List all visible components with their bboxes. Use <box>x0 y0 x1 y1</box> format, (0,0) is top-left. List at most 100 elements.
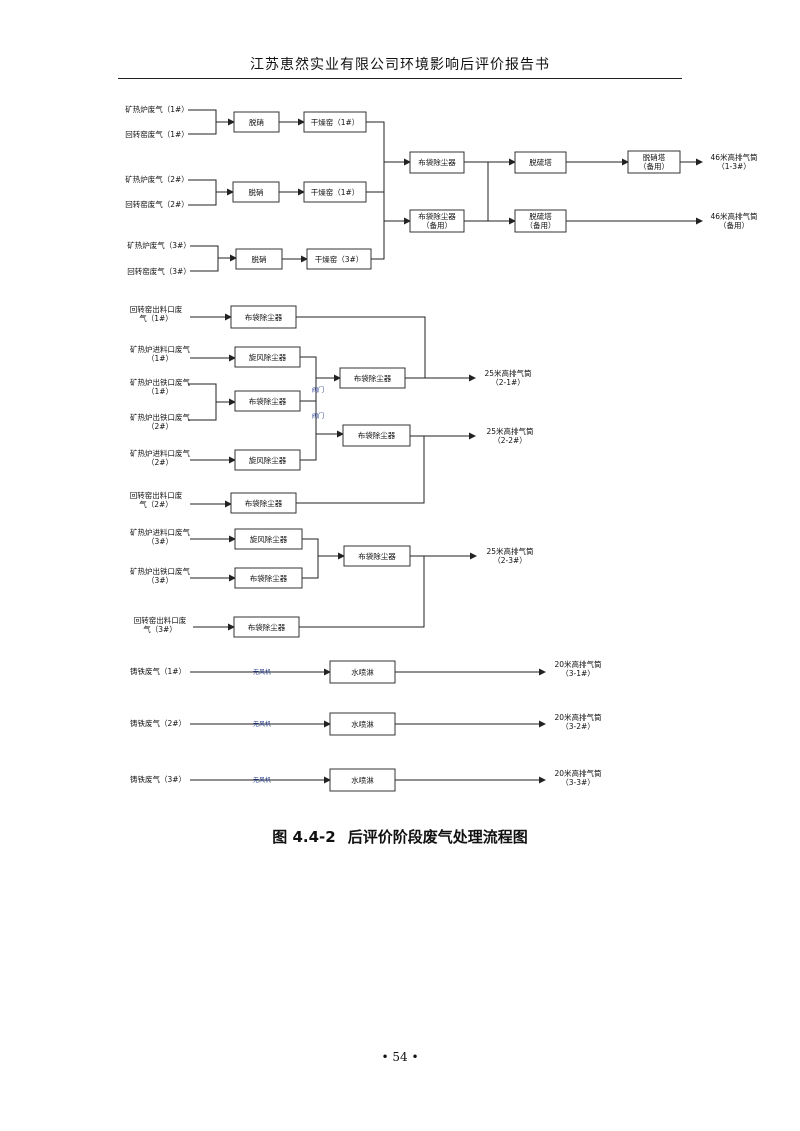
label-line: （2-1#） <box>491 378 525 387</box>
label-line: （备用） <box>526 220 556 230</box>
source-label: 矿热炉出铁口废气（1#） <box>130 377 190 396</box>
label-line: 脱硝 <box>249 117 264 127</box>
label-line: 干燥窑（1#） <box>311 117 360 127</box>
label-line: 矿热炉出铁口废气 <box>130 377 190 387</box>
stack-label: 20米高排气筒（3-2#） <box>554 712 602 731</box>
label-line: （1#） <box>147 387 173 396</box>
label-line: 水喷淋 <box>351 667 374 677</box>
box-label: 脱硝 <box>249 187 264 197</box>
label-line: 20米高排气筒 <box>554 712 602 722</box>
label-line: 布袋除尘器 <box>354 373 392 383</box>
box-baghouse-s2-b <box>234 390 301 412</box>
label-line: 布袋除尘器 <box>358 551 396 561</box>
label-line: 矿热炉进料口废气 <box>130 527 190 537</box>
source-label: 矿热炉进料口废气（3#） <box>130 527 190 546</box>
label-line: 布袋除尘器 <box>245 498 283 508</box>
box-baghouse-s2-merge-b <box>342 424 411 447</box>
box-dryer-kiln-1b <box>303 181 367 203</box>
box-cyclone-s3 <box>234 528 303 550</box>
label-line: 脱硝塔 <box>643 152 666 162</box>
label-line: 气（3#） <box>143 624 177 634</box>
label-line: （备用） <box>719 220 749 230</box>
box-label: 脱硫塔（备用） <box>526 211 556 230</box>
box-label: 布袋除尘器（备用） <box>418 211 456 230</box>
box-label: 脱硝 <box>249 117 264 127</box>
box-water-spray-2 <box>329 712 396 736</box>
label-line: 布袋除尘器 <box>245 312 283 322</box>
box-label: 布袋除尘器 <box>250 573 288 583</box>
stack-label: 25米高排气筒（2-1#） <box>484 368 532 387</box>
stack-label: 46米高排气筒（备用） <box>710 211 758 230</box>
label-line: （1-3#） <box>717 162 751 171</box>
box-baghouse-standby <box>409 209 465 233</box>
label-line: 布袋除尘器 <box>358 430 396 440</box>
label-line: （3#） <box>147 537 173 546</box>
source-label: 矿热炉出铁口废气（2#） <box>130 412 190 431</box>
box-baghouse-main <box>409 151 465 174</box>
box-desulfurization-tower <box>514 151 567 174</box>
label-line: 脱硫塔 <box>529 157 552 167</box>
label-line: 旋风除尘器 <box>249 352 287 362</box>
box-baghouse-s2-c <box>230 492 297 514</box>
label-line: 布袋除尘器 <box>249 396 287 406</box>
fan-label: 无风机 <box>253 668 271 676</box>
label-line: 46米高排气筒 <box>710 211 758 221</box>
label-line: 46米高排气筒 <box>710 152 758 162</box>
label-line: （2-2#） <box>493 436 527 445</box>
box-label: 布袋除尘器 <box>245 312 283 322</box>
label-line: （3-1#） <box>561 669 595 678</box>
source-label: 回转窑废气（2#） <box>125 199 189 209</box>
source-label: 矿热炉出铁口废气（3#） <box>130 566 190 585</box>
box-denitration-2 <box>232 181 280 203</box>
label-line: （备用） <box>422 220 452 230</box>
stack-label: 46米高排气筒（1-3#） <box>710 152 758 171</box>
label-line: 铸铁废气（1#） <box>130 666 186 676</box>
box-baghouse-s3-a <box>234 567 303 589</box>
box-dryer-kiln-1a <box>303 111 367 133</box>
label-line: 干燥窑（1#） <box>311 187 360 197</box>
source-label: 铸铁废气（1#） <box>130 666 186 676</box>
box-water-spray-1 <box>329 660 396 684</box>
label-line: 25米高排气筒 <box>484 368 532 378</box>
label-line: 矿热炉进料口废气 <box>130 448 190 458</box>
source-label: 铸铁废气（3#） <box>130 774 186 784</box>
label-line: 回转窑废气（2#） <box>125 199 189 209</box>
box-label: 干燥窑（1#） <box>311 117 360 127</box>
source-label: 矿热炉废气（1#） <box>125 104 189 114</box>
box-label: 脱硝 <box>252 254 267 264</box>
label-line: 回转窑出料口废 <box>134 615 187 625</box>
box-denitration-tower-standby <box>627 150 681 174</box>
box-cyclone-s2-b <box>234 449 301 471</box>
box-label: 布袋除尘器 <box>245 498 283 508</box>
stack-label: 20米高排气筒（3-3#） <box>554 768 602 787</box>
label-line: 布袋除尘器 <box>248 622 286 632</box>
label-line: （3-3#） <box>561 778 595 787</box>
label-line: 铸铁废气（2#） <box>130 718 186 728</box>
label-line: 铸铁废气（3#） <box>130 774 186 784</box>
source-label: 矿热炉进料口废气（1#） <box>130 344 190 363</box>
source-label: 矿热炉废气（3#） <box>127 240 191 250</box>
label-line: 矿热炉废气（1#） <box>125 104 189 114</box>
label-line: 20米高排气筒 <box>554 659 602 669</box>
label-line: 25米高排气筒 <box>486 546 534 556</box>
box-baghouse-s2-merge-a <box>339 367 406 389</box>
box-label: 水喷淋 <box>351 775 374 785</box>
stack-label: 25米高排气筒（2-3#） <box>486 546 534 565</box>
box-label: 布袋除尘器 <box>358 551 396 561</box>
label-line: 脱硝 <box>249 187 264 197</box>
label-line: （2-3#） <box>493 556 527 565</box>
label-line: 回转窑出料口废 <box>130 490 183 500</box>
box-label: 干燥窑（1#） <box>311 187 360 197</box>
valve-label: 阀门 <box>312 386 324 394</box>
label-line: 回转窑出料口废 <box>130 304 183 314</box>
label-line: （1#） <box>147 354 173 363</box>
box-baghouse-s2-a <box>230 305 297 329</box>
figure-title: 后评价阶段废气处理流程图 <box>347 828 528 846</box>
label-line: 布袋除尘器 <box>250 573 288 583</box>
label-line: 回转窑废气（3#） <box>127 266 191 276</box>
stack-label: 25米高排气筒（2-2#） <box>486 426 534 445</box>
label-line: 矿热炉出铁口废气 <box>130 412 190 422</box>
source-label: 回转窑出料口废气（2#） <box>130 490 183 509</box>
valve-label: 阀门 <box>312 412 324 420</box>
